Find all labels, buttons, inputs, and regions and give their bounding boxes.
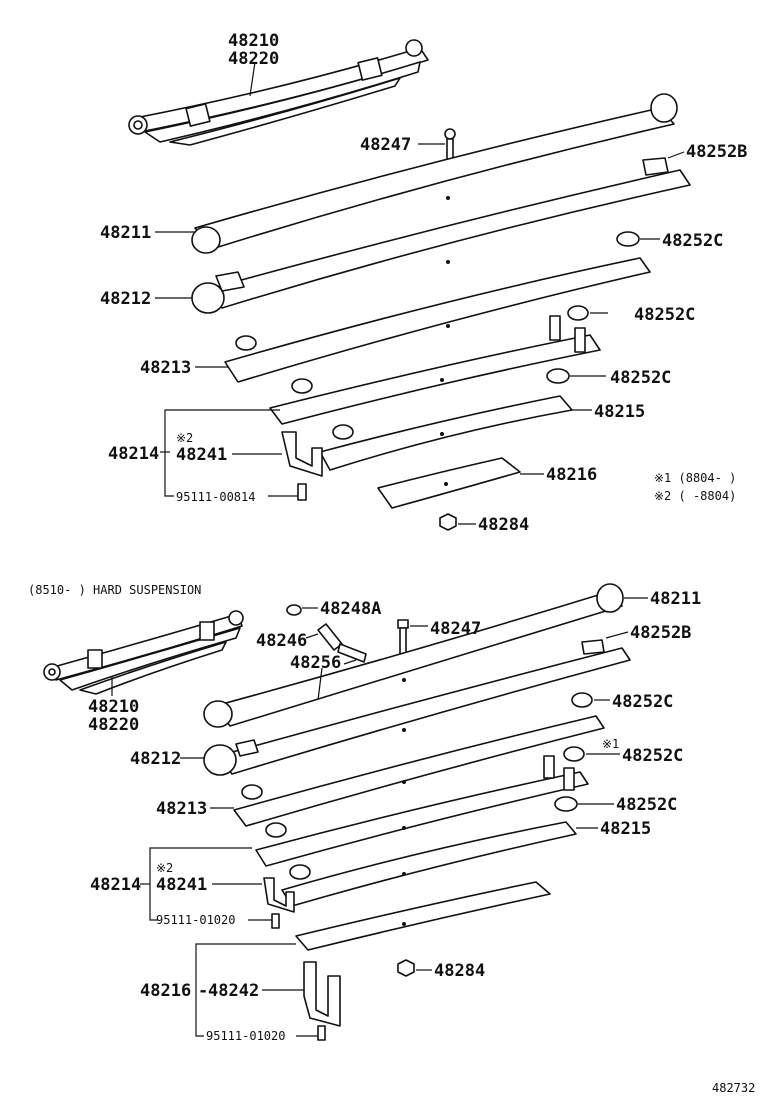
label-bolt-48247-b: 48247	[430, 619, 481, 639]
label-leaf-48212-b: 48212	[130, 749, 181, 769]
label-clip-mark: ※2	[176, 431, 193, 445]
label-clip-mark-b: ※2	[156, 861, 173, 875]
bottom-section: (8510- ) HARD SUSPENSION	[28, 583, 701, 1043]
top-leaf-48212	[155, 169, 691, 314]
top-pad-48252c-1	[616, 231, 660, 247]
label-pad-48252b-b: 48252B	[630, 623, 691, 643]
hard-suspension-heading: (8510- ) HARD SUSPENSION	[28, 583, 201, 597]
label-pad-48252c-1: 48252C	[662, 231, 723, 251]
bottom-clip-48242	[262, 961, 341, 1027]
top-leaf-48216	[377, 457, 544, 509]
label-pad-48252b: 48252B	[686, 142, 747, 162]
label-group-48216: 48216	[140, 981, 191, 1001]
bottom-nut-48284	[397, 959, 432, 977]
label-bush-48248a: 48248A	[320, 599, 381, 619]
label-clip-48241-b: 48241	[156, 875, 207, 895]
label-rivet-95111-00814: 95111-00814	[176, 490, 255, 504]
top-leaf-4	[269, 315, 606, 425]
top-center-bolt	[418, 128, 456, 172]
top-nut-48284	[439, 513, 476, 531]
bottom-leaf-48211	[203, 583, 648, 728]
label-leaf-48212: 48212	[100, 289, 151, 309]
bottom-rivet-a	[248, 913, 280, 929]
label-note-1: ※1 (8804- )	[654, 471, 736, 485]
label-pad-48252c-3: 48252C	[610, 368, 671, 388]
bottom-leaf-4	[255, 755, 614, 867]
bottom-bush-48248a	[286, 604, 318, 616]
label-pad-48252c-2: 48252C	[634, 305, 695, 325]
label-assembly-48210-b: 48210	[88, 697, 139, 717]
bottom-clip-48241	[212, 877, 295, 913]
bottom-group-bracket-48214	[140, 847, 252, 921]
label-leaf-48211: 48211	[100, 223, 151, 243]
bottom-pin-48246	[305, 623, 343, 651]
top-leaf-48215	[319, 395, 592, 471]
label-leaf-48213: 48213	[140, 358, 191, 378]
top-group-bracket	[160, 409, 280, 497]
label-nut-48284: 48284	[478, 515, 529, 535]
label-rivet-95111-01020-b: 95111-01020	[206, 1029, 285, 1043]
label-bolt-48247: 48247	[360, 135, 411, 155]
label-rivet-95111-01020-a: 95111-01020	[156, 913, 235, 927]
label-shackle-48256: 48256	[290, 653, 341, 673]
bottom-leaf-48213	[210, 715, 605, 827]
label-assembly-48220: 48220	[228, 49, 279, 69]
label-group-48214: 48214	[108, 444, 159, 464]
label-note-2: ※2 ( -8804)	[654, 489, 736, 503]
label-pad-48252c-1-b: 48252C	[612, 692, 673, 712]
bottom-leaf-6	[295, 881, 551, 951]
bottom-leaf-48212	[180, 647, 631, 776]
top-leaf-48211	[155, 93, 678, 254]
top-clip-48241	[232, 431, 323, 477]
label-pad-48252c-2-b: 48252C	[622, 746, 683, 766]
bottom-shackle-48256	[337, 643, 367, 665]
bottom-spring-assembly	[43, 610, 244, 696]
label-leaf-48213-b: 48213	[156, 799, 207, 819]
top-section: 48210 48220 48247 48252B 48211 48252C 48…	[100, 31, 747, 535]
label-assembly-48210: 48210	[228, 31, 279, 51]
top-leaf-48213	[195, 257, 651, 383]
label-leaf-48215-b: 48215	[600, 819, 651, 839]
bottom-group-bracket-48216	[195, 943, 296, 1037]
top-rivet	[268, 483, 307, 501]
label-leaf-48211-b: 48211	[650, 589, 701, 609]
top-spring-assembly	[128, 39, 429, 146]
bottom-rivet-b	[296, 1025, 326, 1041]
label-clip-48242: 48242	[208, 981, 259, 1001]
label-clip-48241: 48241	[176, 445, 227, 465]
label-nut-48284-b: 48284	[434, 961, 485, 981]
label-group-48214-b: 48214	[90, 875, 141, 895]
bottom-pad-48252b	[581, 631, 629, 655]
top-pad-48252c-2	[567, 305, 608, 321]
label-leaf-48215: 48215	[594, 402, 645, 422]
label-assembly-48220-b: 48220	[88, 715, 139, 735]
label-dash: -	[198, 981, 208, 1001]
bottom-leaf-48215	[281, 821, 598, 907]
label-pin-48246: 48246	[256, 631, 307, 651]
label-pad-mark-1: ※1	[602, 737, 619, 751]
figure-id: 482732	[712, 1081, 755, 1095]
label-pad-48252c-3-b: 48252C	[616, 795, 677, 815]
label-leaf-48216: 48216	[546, 465, 597, 485]
bottom-pad-48252c-1	[571, 692, 610, 708]
bottom-pad-48252c-2	[563, 746, 620, 762]
